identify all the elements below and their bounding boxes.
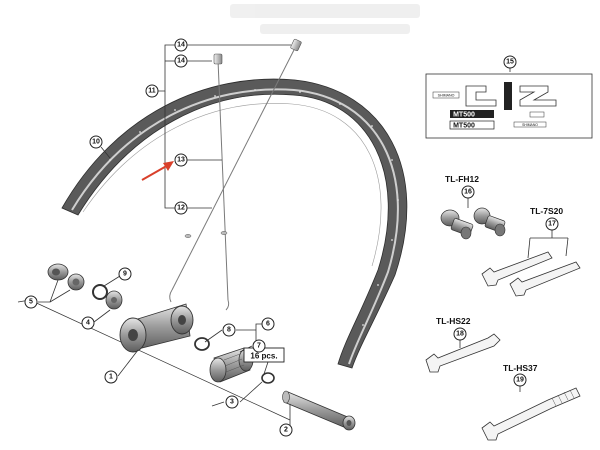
svg-text:11: 11 bbox=[148, 88, 156, 95]
callout-7: 7 bbox=[252, 339, 266, 353]
nipples bbox=[213, 38, 302, 65]
spoke-washers bbox=[184, 231, 228, 238]
callout-1: 1 bbox=[104, 370, 118, 384]
svg-text:14: 14 bbox=[177, 42, 185, 49]
sticker-brand-b: SHIMANO bbox=[522, 123, 538, 127]
tool-label-7s20: TL-7S20 bbox=[530, 206, 563, 216]
tool-tl-hs22: TL-HS22 bbox=[425, 316, 501, 373]
callout-11: 11 bbox=[145, 84, 159, 98]
callout-16: 16 bbox=[461, 185, 475, 199]
svg-text:1: 1 bbox=[109, 374, 113, 381]
callout-17: 17 bbox=[545, 217, 559, 231]
lock-nut bbox=[67, 273, 85, 291]
rim bbox=[61, 78, 408, 369]
callout-3: 3 bbox=[225, 395, 239, 409]
sticker-model-2: MT500 bbox=[453, 123, 475, 130]
svg-text:12: 12 bbox=[177, 205, 185, 212]
tool-label-hs37: TL-HS37 bbox=[503, 363, 538, 373]
svg-text:14: 14 bbox=[177, 58, 185, 65]
callout-13: 13 bbox=[174, 153, 188, 167]
callout-12: 12 bbox=[174, 201, 188, 215]
svg-text:7: 7 bbox=[257, 343, 261, 350]
svg-text:6: 6 bbox=[266, 321, 270, 328]
bearing-ring-right bbox=[194, 337, 210, 351]
tool-tl-7s20: TL-7S20 bbox=[481, 206, 581, 297]
cone-nut bbox=[105, 290, 123, 310]
svg-text:13: 13 bbox=[177, 157, 185, 164]
spoke-angled bbox=[171, 45, 297, 291]
spoke-straight bbox=[217, 59, 229, 301]
svg-text:2: 2 bbox=[284, 427, 288, 434]
callout-18: 18 bbox=[453, 327, 467, 341]
callouts: 14 14 11 13 12 10 9 5 4 8 6 7 1 3 2 15 1… bbox=[24, 38, 559, 437]
washer-ring bbox=[92, 284, 108, 300]
svg-text:10: 10 bbox=[92, 139, 100, 146]
svg-text:17: 17 bbox=[548, 221, 556, 228]
tool-tl-hs37: TL-HS37 bbox=[481, 363, 581, 441]
callout-19: 19 bbox=[513, 373, 527, 387]
callout-2: 2 bbox=[279, 423, 293, 437]
callout-14a: 14 bbox=[174, 38, 188, 52]
axle bbox=[282, 390, 356, 431]
svg-text:4: 4 bbox=[86, 320, 90, 327]
tool-tl-fh12: TL-FH12 bbox=[440, 174, 506, 240]
highlight-arrow bbox=[141, 161, 174, 181]
svg-text:19: 19 bbox=[516, 377, 524, 384]
callout-5: 5 bbox=[24, 295, 38, 309]
quantity-badge-text: 16 pcs. bbox=[250, 352, 277, 361]
end-cap-left bbox=[47, 263, 69, 281]
svg-text:15: 15 bbox=[506, 59, 514, 66]
callout-14b: 14 bbox=[174, 54, 188, 68]
svg-text:8: 8 bbox=[227, 327, 231, 334]
sticker-brand-a: SHIMANO bbox=[438, 94, 455, 98]
callout-15: 15 bbox=[503, 55, 517, 69]
sticker-model-1: MT500 bbox=[453, 112, 475, 119]
tool-label-fh12: TL-FH12 bbox=[445, 174, 479, 184]
spacer-ring bbox=[261, 372, 275, 384]
svg-text:9: 9 bbox=[123, 271, 127, 278]
svg-text:3: 3 bbox=[230, 399, 234, 406]
hub-body bbox=[119, 303, 194, 353]
watermark bbox=[230, 4, 420, 34]
spokes bbox=[169, 45, 297, 311]
callout-8: 8 bbox=[222, 323, 236, 337]
callout-9: 9 bbox=[118, 267, 132, 281]
callout-6: 6 bbox=[261, 317, 275, 331]
sticker-set: SHIMANO MT500 MT500 SHIMANO bbox=[425, 73, 593, 139]
svg-text:5: 5 bbox=[29, 299, 33, 306]
callout-10: 10 bbox=[89, 135, 103, 149]
callout-4: 4 bbox=[81, 316, 95, 330]
svg-text:18: 18 bbox=[456, 331, 464, 338]
leader-lines bbox=[38, 44, 569, 431]
svg-text:16: 16 bbox=[464, 189, 472, 196]
tool-label-hs22: TL-HS22 bbox=[436, 316, 471, 326]
